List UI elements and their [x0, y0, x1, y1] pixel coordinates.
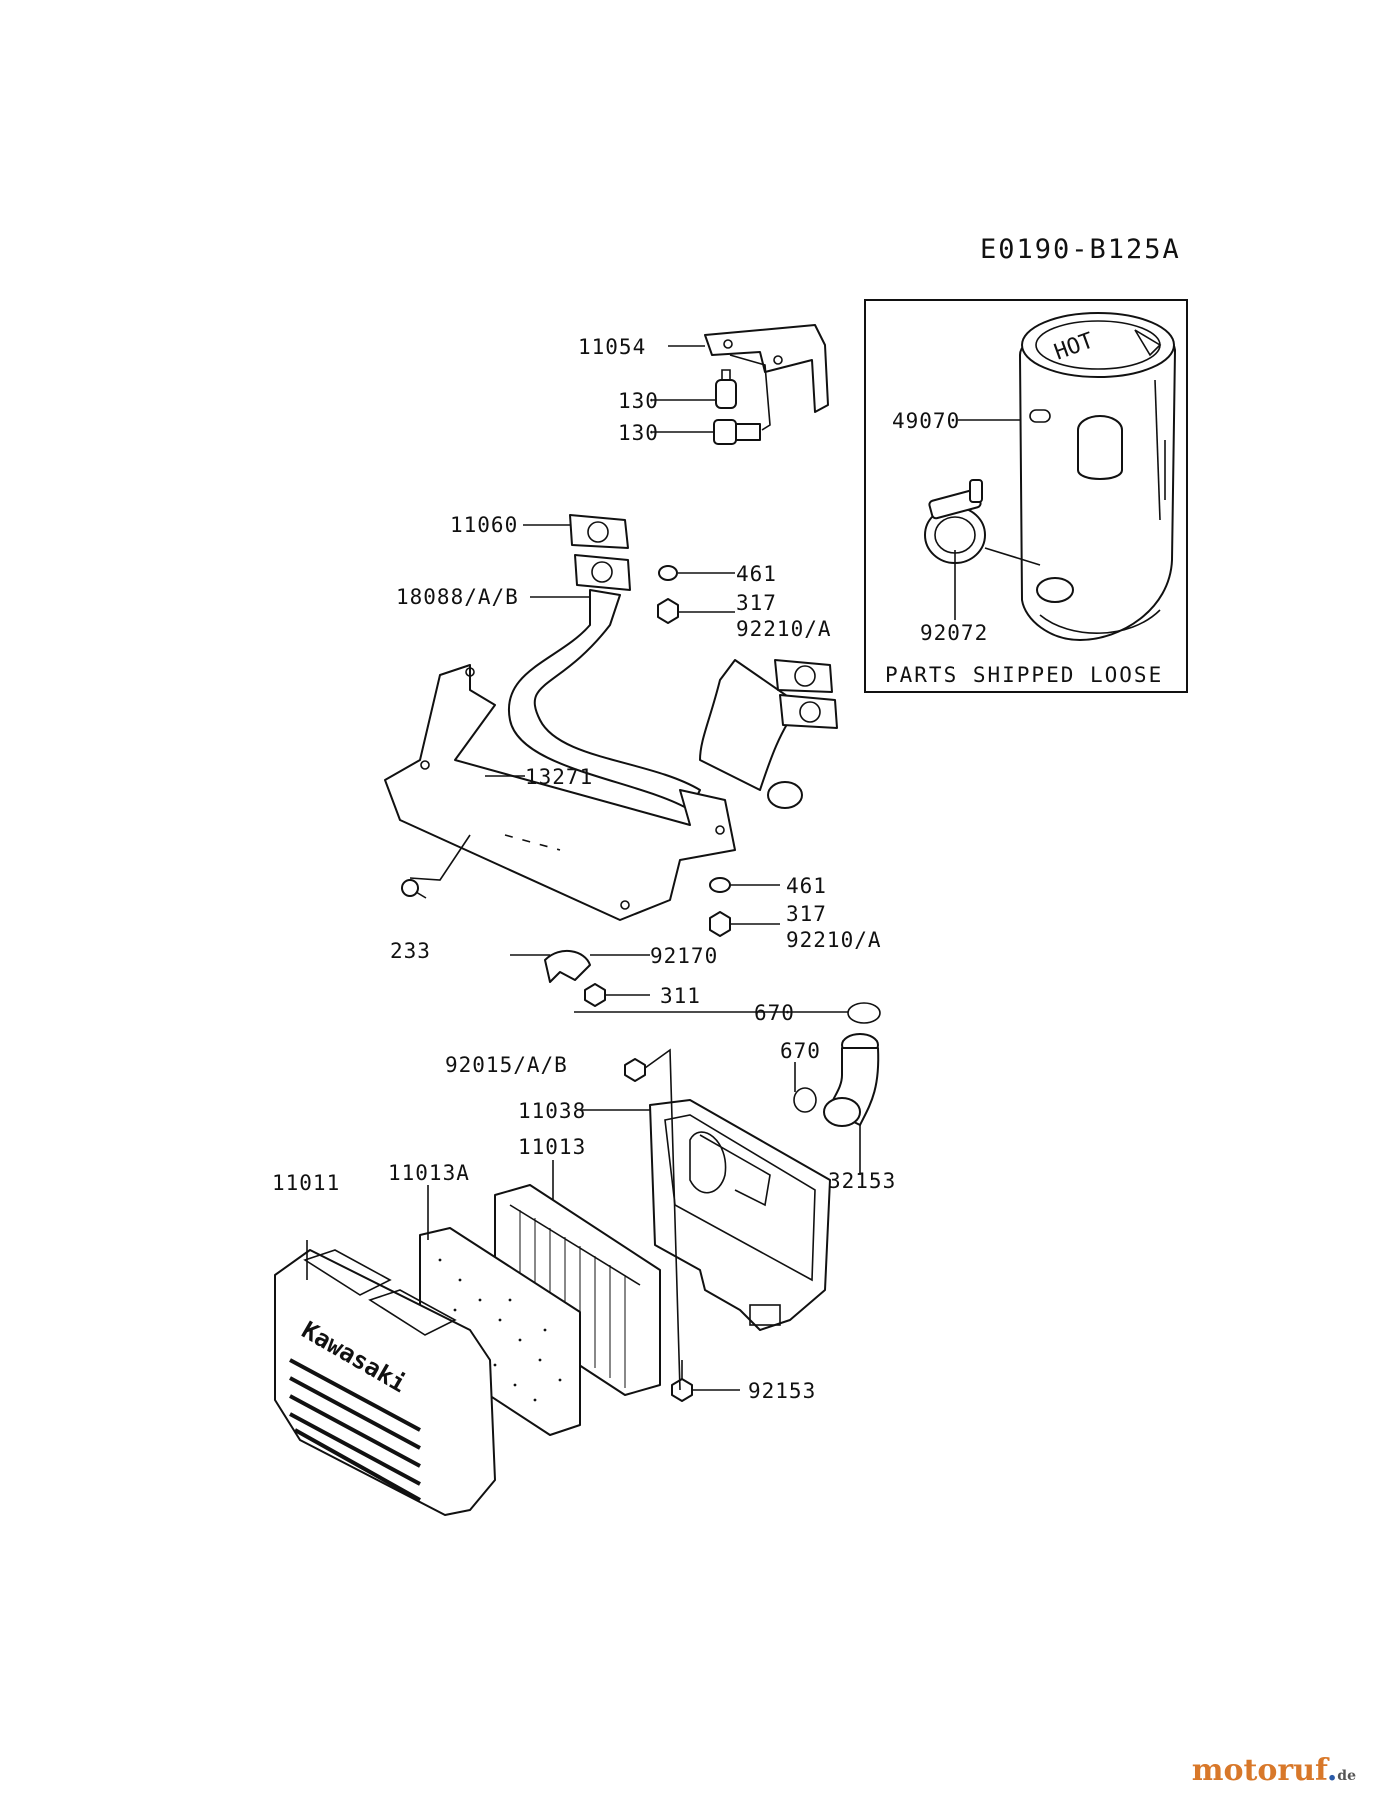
- label-13271: 13271: [525, 765, 593, 789]
- label-311: 311: [660, 984, 701, 1008]
- label-461-upper: 461: [736, 562, 777, 586]
- nut-311: [584, 983, 606, 1007]
- nut-317-upper: [657, 598, 679, 624]
- label-130-lower: 130: [618, 421, 659, 445]
- label-670-lower: 670: [780, 1039, 821, 1063]
- elbow-32153: [823, 1033, 880, 1127]
- bolt-130-upper: [715, 369, 737, 409]
- label-11054: 11054: [578, 335, 646, 359]
- label-461-lower: 461: [786, 874, 827, 898]
- diagram-code: E0190-B125A: [980, 234, 1181, 265]
- washer-461-upper: [658, 565, 678, 581]
- label-18088: 18088/A/B: [396, 585, 519, 609]
- nut-92015: [624, 1058, 646, 1082]
- label-92153: 92153: [748, 1379, 816, 1403]
- label-317-lower: 317: [786, 902, 827, 926]
- exhaust-pipe-part: [507, 514, 838, 811]
- label-11038: 11038: [518, 1099, 586, 1123]
- label-92210-upper: 92210/A: [736, 617, 832, 641]
- clamp-92170: [544, 950, 591, 983]
- label-11011: 11011: [272, 1171, 340, 1195]
- label-317-upper: 317: [736, 591, 777, 615]
- air-cleaner-base-part: [649, 1099, 831, 1331]
- label-92072: 92072: [920, 621, 988, 645]
- label-92210-lower: 92210/A: [786, 928, 882, 952]
- parts-shipped-loose-box: [864, 299, 1188, 693]
- watermark-logo: motoruf.de: [1191, 1753, 1356, 1788]
- bolt-233: [401, 879, 427, 899]
- label-130-upper: 130: [618, 389, 659, 413]
- label-233: 233: [390, 939, 431, 963]
- muffler-part: HOT: [1019, 312, 1176, 641]
- label-92015: 92015/A/B: [445, 1053, 568, 1077]
- o-ring-670-lower: [793, 1087, 817, 1113]
- label-11013a: 11013A: [388, 1161, 470, 1185]
- nut-317-lower: [709, 911, 731, 937]
- washer-461-lower: [709, 877, 731, 893]
- heat-shield-part: [384, 664, 736, 921]
- muffler-clamp-part: [924, 479, 986, 564]
- air-cleaner-cover-part: Kawasaki: [274, 1249, 496, 1516]
- parts-shipped-loose-caption: PARTS SHIPPED LOOSE: [885, 663, 1163, 687]
- muffler-bracket-part: [704, 324, 829, 413]
- bolt-92153: [671, 1360, 693, 1402]
- label-49070: 49070: [892, 409, 960, 433]
- label-11013: 11013: [518, 1135, 586, 1159]
- label-92170: 92170: [650, 944, 718, 968]
- bolt-130-lower: [713, 419, 761, 445]
- label-670-upper: 670: [754, 1001, 795, 1025]
- label-11060: 11060: [450, 513, 518, 537]
- label-32153: 32153: [828, 1169, 896, 1193]
- leader-lines: [306, 345, 1041, 1391]
- o-ring-670-upper: [847, 1002, 881, 1024]
